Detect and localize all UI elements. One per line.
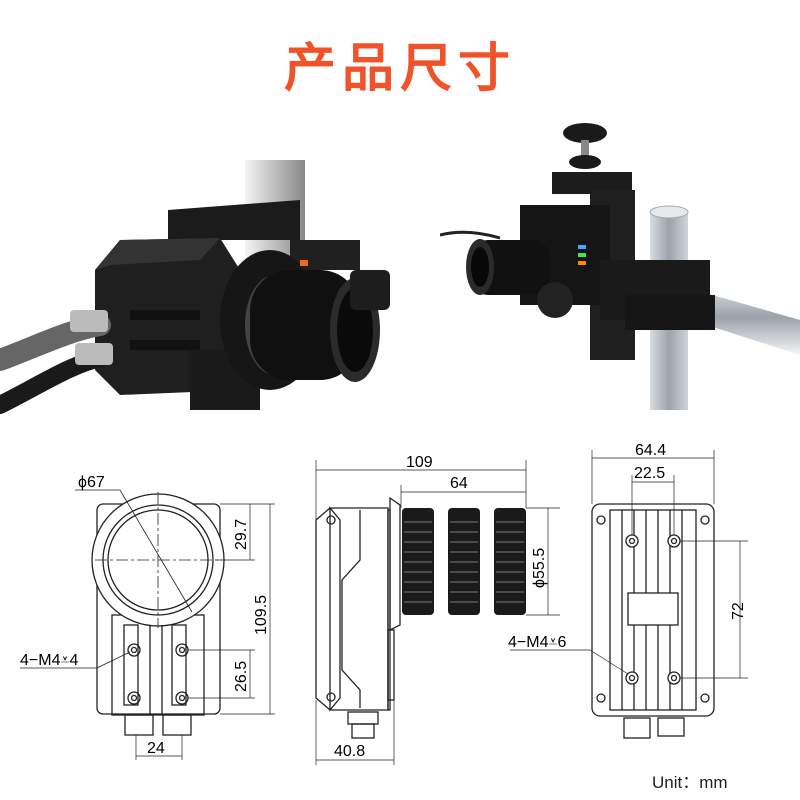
- lens-rings: [402, 508, 526, 615]
- back-view-drawing: 64.4 22.5 72 4−M4⩡6: [508, 442, 748, 739]
- dim-total-length: 109: [406, 454, 433, 471]
- dim-lens-diameter: ϕ67: [78, 474, 105, 491]
- camera-photo-left: [0, 160, 390, 414]
- dim-hole-vertical-spacing-front: 26.5: [233, 661, 250, 692]
- dim-lens-offset: 29.7: [233, 519, 250, 550]
- dim-body-depth: 40.8: [334, 743, 365, 760]
- dim-mount-holes-back: 4−M4⩡6: [508, 634, 566, 651]
- dim-lens-length: 64: [450, 475, 468, 492]
- dim-height: 109.5: [253, 595, 270, 635]
- page-title: 产品尺寸: [283, 39, 516, 99]
- dim-hole-vertical-spacing-back: 72: [730, 602, 747, 620]
- side-view-drawing: 109 64 ϕ55.5 40.8: [315, 454, 560, 765]
- dim-connector-spacing: 24: [147, 740, 165, 757]
- unit-label: Unit：mm: [652, 773, 728, 792]
- dim-mount-holes-front: 4−M4⩡4: [20, 652, 78, 669]
- camera-photo-right: [440, 123, 800, 410]
- dim-width: 64.4: [635, 442, 666, 459]
- front-view-drawing: ϕ67 4−M4⩡4 24 29.7 109.5 26.5: [20, 474, 275, 760]
- dim-hole-horizontal-spacing: 22.5: [634, 465, 665, 482]
- dim-lens-outer-diameter: ϕ55.5: [531, 548, 548, 588]
